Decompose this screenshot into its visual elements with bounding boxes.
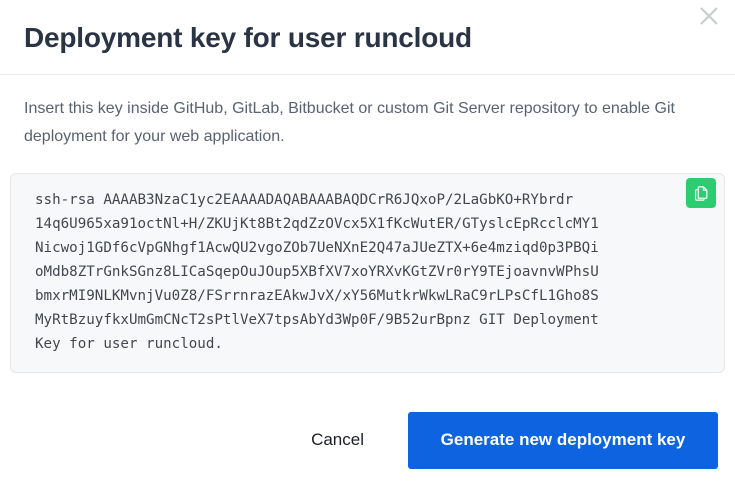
generate-new-deployment-key-button[interactable]: Generate new deployment key <box>408 411 718 469</box>
modal-body: Insert this key inside GitHub, GitLab, B… <box>0 75 735 409</box>
deployment-key-box[interactable]: ssh-rsa AAAAB3NzaC1yc2EAAAADAQABAAABAQDC… <box>10 173 725 373</box>
modal-header: Deployment key for user runcloud <box>0 0 735 75</box>
page-title: Deployment key for user runcloud <box>24 22 472 53</box>
copy-icon <box>693 185 710 202</box>
modal-description: Insert this key inside GitHub, GitLab, B… <box>24 100 675 145</box>
modal-footer: Cancel Generate new deployment key <box>0 409 735 491</box>
cancel-button[interactable]: Cancel <box>285 418 390 462</box>
deployment-key-wrapper: ssh-rsa AAAAB3NzaC1yc2EAAAADAQABAAABAQDC… <box>10 173 725 373</box>
close-button[interactable] <box>693 0 725 32</box>
close-icon <box>698 5 720 27</box>
copy-key-button[interactable] <box>686 178 716 208</box>
deployment-key-text: ssh-rsa AAAAB3NzaC1yc2EAAAADAQABAAABAQDC… <box>35 192 599 352</box>
